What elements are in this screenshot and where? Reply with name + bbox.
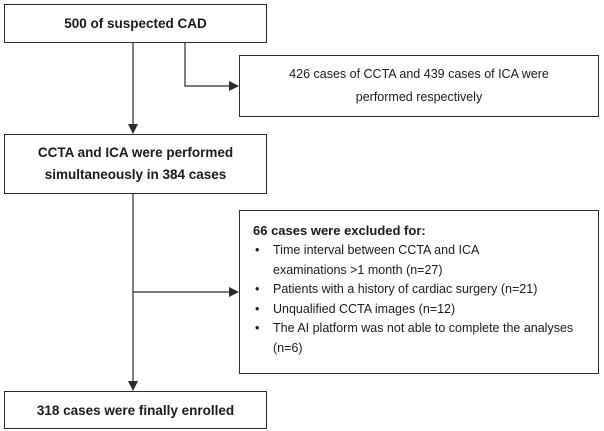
performed-respectively-box: 426 cases of CCTA and 439 cases of ICA w… bbox=[239, 55, 599, 117]
simultaneous-box: CCTA and ICA were performed simultaneous… bbox=[4, 134, 267, 194]
exclusion-item-text: Patients with a history of cardiac surge… bbox=[273, 282, 538, 296]
bullet-icon: • bbox=[255, 282, 260, 296]
exclusion-list: • Time interval between CCTA and ICA exa… bbox=[253, 241, 588, 358]
final-label: 318 cases were finally enrolled bbox=[36, 402, 235, 418]
exclusion-item: • Patients with a history of cardiac sur… bbox=[253, 280, 588, 300]
exclusion-item: • The AI platform was not able to comple… bbox=[253, 319, 588, 358]
exclusion-item: • Time interval between CCTA and ICA exa… bbox=[253, 241, 588, 280]
exclusion-item-text: The AI platform was not able to complete… bbox=[273, 321, 574, 355]
start-box: 500 of suspected CAD bbox=[4, 4, 267, 43]
arrow-start-to-performed bbox=[184, 43, 239, 91]
simultaneous-label: CCTA and ICA were performed simultaneous… bbox=[37, 145, 234, 182]
bullet-icon: • bbox=[255, 243, 260, 257]
bullet-icon: • bbox=[255, 321, 260, 335]
performed-respectively-label: 426 cases of CCTA and 439 cases of ICA w… bbox=[289, 67, 549, 104]
bullet-icon: • bbox=[255, 301, 260, 316]
exclusion-item: • Unqualified CCTA images (n=12) bbox=[253, 300, 588, 320]
final-box: 318 cases were finally enrolled bbox=[4, 391, 267, 429]
start-label: 500 of suspected CAD bbox=[64, 16, 207, 31]
excluded-box: 66 cases were excluded for: • Time inter… bbox=[239, 210, 599, 374]
exclusion-item-text: Unqualified CCTA images (n=12) bbox=[273, 301, 456, 316]
exclusion-item-text: Time interval between CCTA and ICA exami… bbox=[273, 243, 479, 277]
excluded-title: 66 cases were excluded for: bbox=[253, 223, 426, 238]
